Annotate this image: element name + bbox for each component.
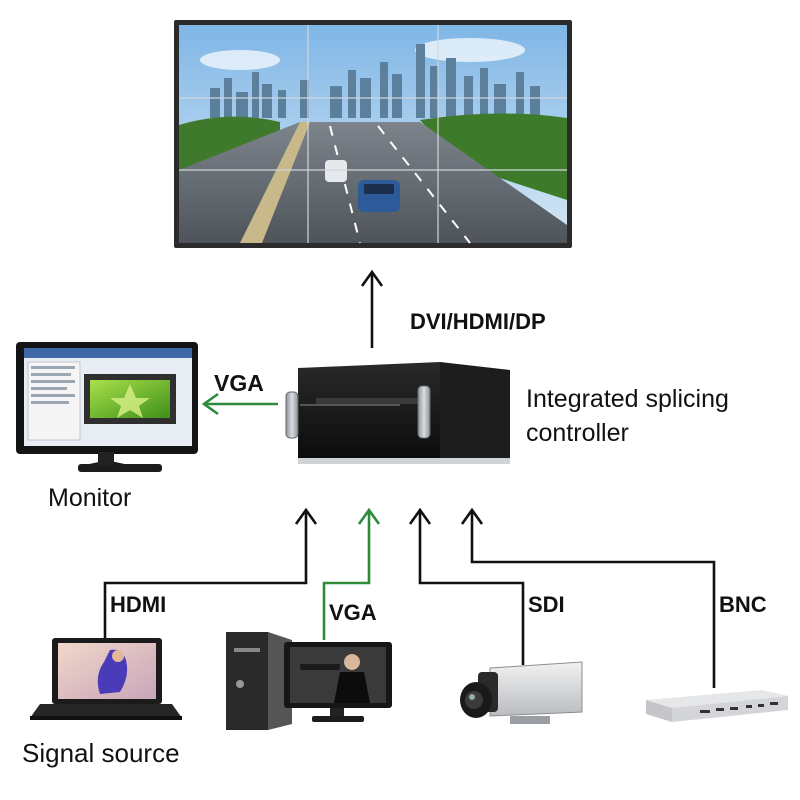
video-wall-icon [174,20,572,248]
controller-label-line2: controller [526,419,629,447]
sdi-label: SDI [528,592,565,617]
controller-label-line1: Integrated splicing [526,385,729,413]
bnc-connector-line [460,507,716,688]
output-arrow [360,269,384,348]
hdmi-label: HDMI [110,592,167,617]
monitor-icon [16,342,198,472]
monitor-link-label: VGA [214,370,264,396]
signal-source-label: Signal source [22,738,180,768]
splicing-controller-icon [285,362,510,464]
laptop-icon [30,638,182,720]
monitor-label: Monitor [48,484,132,512]
vga-label: VGA [329,600,377,625]
bnc-label: BNC [719,592,767,617]
hdmi-connector-line [103,507,318,640]
desktop-pc-icon [226,632,392,730]
sdi-connector-line [408,507,525,665]
cctv-camera-icon [460,661,583,724]
vga-monitor-arrow [201,392,278,416]
output-bus-label: DVI/HDMI/DP [410,309,546,334]
dvr-box-icon [646,690,788,722]
vga-connector-line [322,507,381,640]
